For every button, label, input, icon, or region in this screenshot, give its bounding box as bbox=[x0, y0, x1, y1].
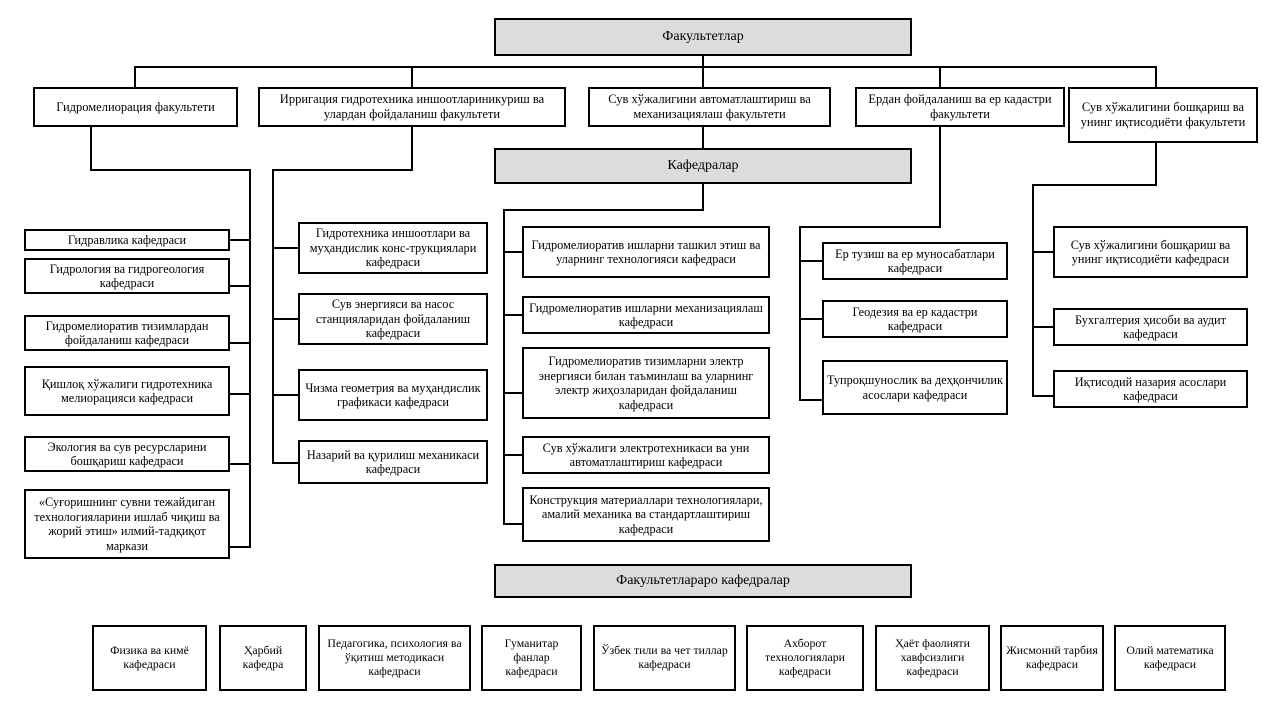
faculty-box-1[interactable]: Гидромелиорация факультети bbox=[33, 87, 238, 127]
connector-col1-elbow bbox=[90, 169, 250, 171]
connector-c2-4 bbox=[272, 462, 300, 464]
interfaculty-dept-box-9[interactable]: Олий математика кафедраси bbox=[1114, 625, 1226, 691]
dept-box-c5-3[interactable]: Иқтисодий назария асослари кафедраси bbox=[1053, 370, 1248, 408]
connector-c5-3 bbox=[1032, 395, 1055, 397]
connector-col5-elbow bbox=[1032, 184, 1157, 186]
interfaculty-dept-box-8[interactable]: Жисмоний тарбия кафедраси bbox=[1000, 625, 1104, 691]
dept-box-c4-1[interactable]: Ер тузиш ва ер муносабатлари кафедраси bbox=[822, 242, 1008, 280]
dept-box-c1-1[interactable]: Гидравлика кафедраси bbox=[24, 229, 230, 251]
interfaculty-dept-box-2[interactable]: Ҳарбий кафедра bbox=[219, 625, 307, 691]
header-interfaculty-departments: Факультетлараро кафедралар bbox=[494, 564, 912, 598]
connector-col2-bus bbox=[272, 169, 274, 464]
connector-col4-bus bbox=[799, 226, 801, 401]
connector-c4-2 bbox=[799, 318, 824, 320]
dept-box-c5-1[interactable]: Сув хўжалигини бошқариш ва унинг иқтисод… bbox=[1053, 226, 1248, 278]
connector-col2-elbow bbox=[272, 169, 413, 171]
connector-c2-3 bbox=[272, 394, 300, 396]
dept-box-c3-3[interactable]: Гидромелиоратив тизимларни электр энерги… bbox=[522, 347, 770, 419]
faculty-box-5[interactable]: Сув хўжалигини бошқариш ва унинг иқтисод… bbox=[1068, 87, 1258, 143]
faculty-box-2[interactable]: Ирригация гидротехника иншоотлариникуриш… bbox=[258, 87, 566, 127]
connector-c3-5 bbox=[503, 523, 524, 525]
connector-c4-1 bbox=[799, 260, 824, 262]
connector-col5-bus bbox=[1032, 184, 1034, 397]
dept-box-c4-3[interactable]: Тупроқшунослик ва деҳқончилик асослари к… bbox=[822, 360, 1008, 415]
connector-c1-2 bbox=[229, 285, 251, 287]
dept-box-c5-2[interactable]: Бухгалтерия ҳисоби ва аудит кафедраси bbox=[1053, 308, 1248, 346]
header-departments: Кафедралар bbox=[494, 148, 912, 184]
connector-col4-elbow bbox=[799, 226, 941, 228]
dept-box-c4-2[interactable]: Геодезия ва ер кадастри кафедраси bbox=[822, 300, 1008, 338]
connector-c3-1 bbox=[503, 251, 524, 253]
connector-faculty3-to-departments bbox=[702, 127, 704, 148]
connector-col5-stem bbox=[1155, 143, 1157, 185]
connector-c2-2 bbox=[272, 318, 300, 320]
dept-box-c2-4[interactable]: Назарий ва қурилиш механикаси кафедраси bbox=[298, 440, 488, 484]
interfaculty-dept-box-7[interactable]: Ҳаёт фаолияти хавфсизлиги кафедраси bbox=[875, 625, 990, 691]
interfaculty-dept-box-5[interactable]: Ўзбек тили ва чет тиллар кафедраси bbox=[593, 625, 736, 691]
connector-c5-1 bbox=[1032, 251, 1055, 253]
header-faculties: Факультетлар bbox=[494, 18, 912, 56]
connector-col3-bus bbox=[503, 209, 505, 525]
connector-c3-3 bbox=[503, 392, 524, 394]
interfaculty-dept-box-1[interactable]: Физика ва кимё кафедраси bbox=[92, 625, 207, 691]
connector-drop-faculty-1 bbox=[134, 66, 136, 88]
dept-box-c1-3[interactable]: Гидромелиоратив тизимлардан фойдаланиш к… bbox=[24, 315, 230, 351]
connector-c5-2 bbox=[1032, 326, 1055, 328]
dept-box-c3-5[interactable]: Конструкция материаллари технологиялари,… bbox=[522, 487, 770, 542]
dept-box-c3-4[interactable]: Сув хўжалиги электротехникаси ва уни авт… bbox=[522, 436, 770, 474]
connector-col2-stem bbox=[411, 127, 413, 170]
dept-box-c3-1[interactable]: Гидромелиоратив ишларни ташкил этиш ва у… bbox=[522, 226, 770, 278]
connector-drop-faculty-2 bbox=[411, 66, 413, 88]
connector-drop-faculty-5 bbox=[1155, 66, 1157, 88]
dept-box-c2-1[interactable]: Гидротехника иншоотлари ва муҳандислик к… bbox=[298, 222, 488, 274]
connector-c1-3 bbox=[229, 342, 251, 344]
dept-box-c1-6[interactable]: «Суғоришнинг сувни тежайдиган технология… bbox=[24, 489, 230, 559]
connector-c1-4 bbox=[229, 393, 251, 395]
dept-box-c1-2[interactable]: Гидрология ва гидрогеология кафедраси bbox=[24, 258, 230, 294]
dept-box-c2-2[interactable]: Сув энергияси ва насос станцияларидан фо… bbox=[298, 293, 488, 345]
dept-box-c1-4[interactable]: Қишлоқ хўжалиги гидротехника мелиорацияс… bbox=[24, 366, 230, 416]
dept-box-c2-3[interactable]: Чизма геометрия ва муҳандислик графикаси… bbox=[298, 369, 488, 421]
interfaculty-dept-box-3[interactable]: Педагогика, психология ва ўқитиш методик… bbox=[318, 625, 471, 691]
connector-departments-trunk bbox=[702, 184, 704, 210]
interfaculty-dept-box-4[interactable]: Гуманитар фанлар кафедраси bbox=[481, 625, 582, 691]
connector-drop-faculty-4 bbox=[939, 66, 941, 88]
connector-c4-3 bbox=[799, 399, 824, 401]
faculty-box-3[interactable]: Сув хўжалигини автоматлаштириш ва механи… bbox=[588, 87, 831, 127]
faculty-box-4[interactable]: Ердан фойдаланиш ва ер кадастри факульте… bbox=[855, 87, 1065, 127]
connector-drop-faculty-3 bbox=[702, 66, 704, 88]
dept-box-c3-2[interactable]: Гидромелиоратив ишларни механизациялаш к… bbox=[522, 296, 770, 334]
connector-col1-stem bbox=[90, 127, 92, 170]
interfaculty-dept-box-6[interactable]: Ахборот технологиялари кафедраси bbox=[746, 625, 864, 691]
connector-c1-5 bbox=[229, 463, 251, 465]
connector-c1-1 bbox=[229, 239, 251, 241]
connector-c3-2 bbox=[503, 314, 524, 316]
connector-col4-stem bbox=[939, 127, 941, 227]
connector-col3-elbow bbox=[503, 209, 704, 211]
connector-trunk-faculties bbox=[702, 56, 704, 68]
connector-bus-faculties bbox=[134, 66, 1157, 68]
connector-col1-bus bbox=[249, 169, 251, 547]
connector-c3-4 bbox=[503, 454, 524, 456]
connector-c1-6 bbox=[229, 546, 251, 548]
connector-c2-1 bbox=[272, 247, 300, 249]
dept-box-c1-5[interactable]: Экология ва сув ресурсларини бошқариш ка… bbox=[24, 436, 230, 472]
